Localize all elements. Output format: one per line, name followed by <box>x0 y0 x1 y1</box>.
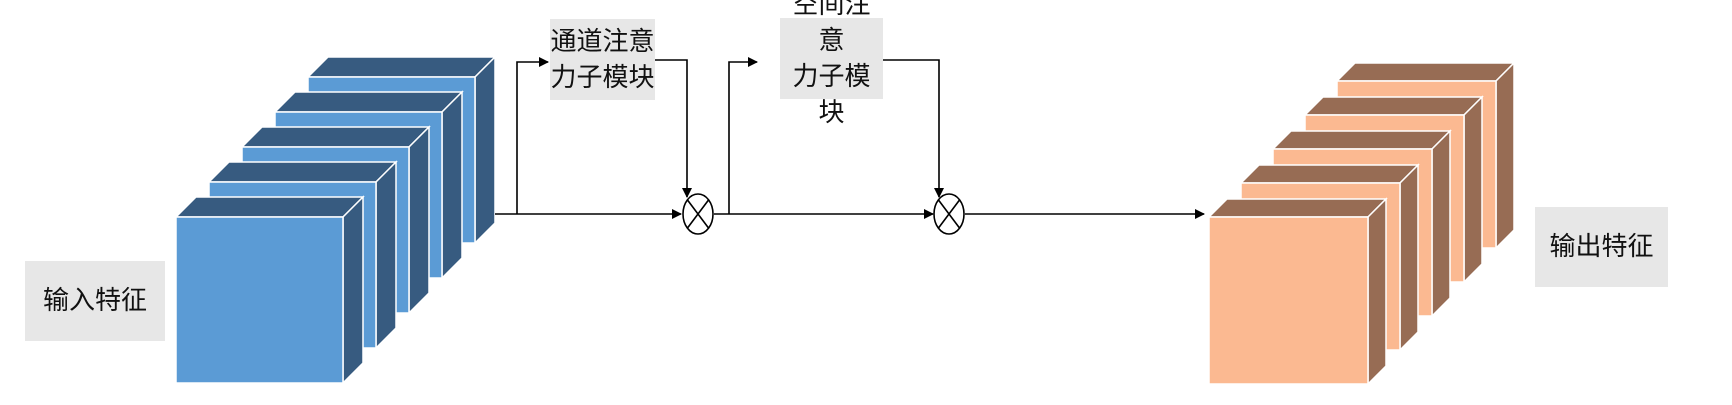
input-feature-text: 输入特征 <box>42 286 147 316</box>
branch-to-spatial-module <box>728 57 758 214</box>
layer-side-face <box>1431 129 1451 318</box>
layer-front-face <box>175 216 344 384</box>
layer-top-face <box>1271 130 1452 150</box>
layer-side-face <box>1367 197 1387 386</box>
feature-map-layer <box>174 195 365 385</box>
circled-times-icon <box>682 193 714 235</box>
output-feature-text: 输出特征 <box>1549 232 1654 262</box>
channel-module-line1: 通道注意 <box>550 26 655 57</box>
layer-top-face <box>1303 96 1484 116</box>
layer-front-face <box>1208 216 1369 385</box>
circled-times-icon <box>933 193 965 235</box>
layer-top-face <box>306 56 497 78</box>
input-feature-stack <box>174 55 497 385</box>
layer-side-face <box>342 195 364 385</box>
layer-side-face <box>474 55 496 245</box>
layer-top-face <box>1335 62 1516 82</box>
channel-module-line2: 力子模块 <box>550 62 655 93</box>
channel-attention-module: 通道注意 力子模块 <box>550 19 655 100</box>
layer-top-face <box>207 161 398 183</box>
channel-module-output-line <box>655 59 692 198</box>
layer-top-face <box>1239 164 1420 184</box>
branch-to-channel-module <box>516 57 549 214</box>
layer-top-face <box>1207 198 1388 218</box>
layer-side-face <box>1399 163 1419 352</box>
spatial-module-line2: 力子模块 <box>792 61 871 128</box>
layer-side-face <box>408 125 430 315</box>
layer-side-face <box>441 90 463 280</box>
layer-top-face <box>240 126 431 148</box>
layer-top-face <box>174 196 365 218</box>
output-feature-stack <box>1207 61 1516 386</box>
spatial-attention-module: 空间注意 力子模块 <box>780 0 883 128</box>
layer-top-face <box>273 91 464 113</box>
feature-map-layer <box>1207 197 1388 386</box>
layer-side-face <box>375 160 397 350</box>
spatial-module-line1: 空间注意 <box>792 0 871 56</box>
layer-side-face <box>1463 95 1483 284</box>
input-feature-label: 输入特征 <box>25 261 165 341</box>
layer-side-face <box>1495 61 1515 250</box>
spatial-module-output-line <box>883 59 944 198</box>
connectors <box>495 57 1205 219</box>
output-feature-label: 输出特征 <box>1535 207 1668 287</box>
